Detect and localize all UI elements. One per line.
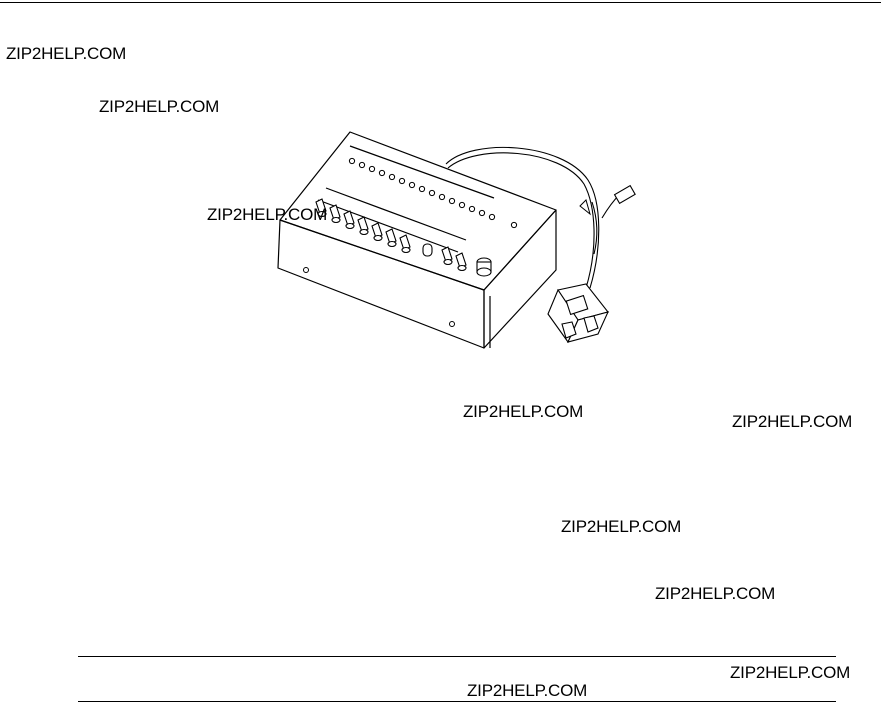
watermark-text: ZIP2HELP.COM: [467, 681, 588, 700]
watermark-text: ZIP2HELP.COM: [730, 663, 851, 682]
watermark-text: ZIP2HELP.COM: [207, 205, 328, 224]
top-rule: [0, 2, 881, 3]
cable: [445, 146, 636, 289]
watermark-text: ZIP2HELP.COM: [99, 97, 220, 116]
led-row: [348, 157, 518, 229]
watermark-text: ZIP2HELP.COM: [655, 584, 776, 603]
ic-clip: [547, 283, 609, 344]
switch-row: [315, 198, 492, 277]
watermark-text: ZIP2HELP.COM: [463, 402, 584, 421]
watermark-text: ZIP2HELP.COM: [732, 412, 853, 431]
footer-rule-top: [78, 656, 836, 657]
box-right-face: [483, 209, 557, 349]
footer-rule-bottom: [78, 701, 836, 702]
watermark-text: ZIP2HELP.COM: [561, 517, 682, 536]
device-illustration-icon: [277, 131, 636, 349]
watermark-text: ZIP2HELP.COM: [6, 44, 127, 63]
